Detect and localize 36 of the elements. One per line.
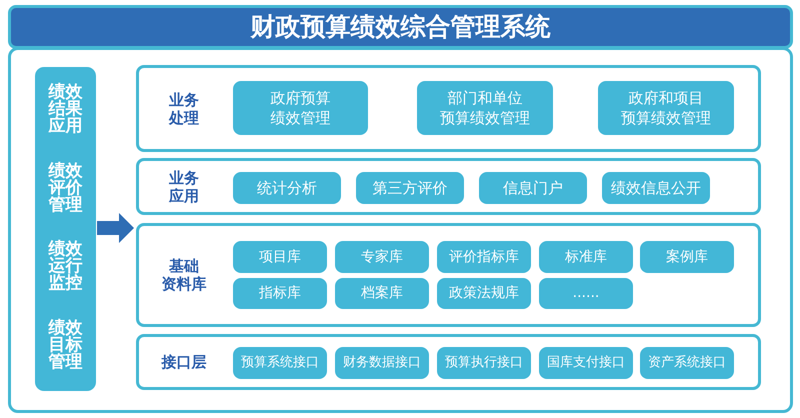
column-label: 绩效目标管理 [48,320,82,371]
module-tile: 标准库 [539,241,633,273]
module-tile: 信息门户 [479,172,587,204]
module-tile: 政策法规库 [437,278,531,309]
layer-panel [136,158,761,215]
column-label: 绩效运行监控 [48,241,82,292]
side-column [35,67,96,391]
column-label: 绩效结果应用 [48,84,82,135]
module-tile: 第三方评价 [356,172,464,204]
module-tile: 案例库 [640,241,734,273]
module-tile: ...... [539,278,633,309]
layer-label: 接口层 [162,353,206,371]
arrow [97,213,134,243]
title: 财政预算绩效综合管理系统 [250,12,550,42]
module-tile: 绩效信息公开 [602,172,710,204]
layer-label: 业务应用 [169,168,199,204]
module-tile: 财务数据接口 [335,347,429,379]
layer-panel [136,65,761,152]
module-tile: 评价指标库 [437,241,531,273]
module-tile: 项目库 [233,241,327,273]
module-tile: 预算执行接口 [437,347,531,379]
module-tile: 统计分析 [233,172,341,204]
module-tile: 国库支付接口 [539,347,633,379]
layer-label: 业务处理 [169,90,199,126]
module-tile: 部门和单位预算绩效管理 [417,81,553,135]
column-label: 绩效评价管理 [48,162,82,214]
module-tile: 档案库 [335,278,429,309]
layer-panel [136,334,761,390]
module-tile: 政府预算绩效管理 [233,81,368,135]
module-tile: 资产系统接口 [640,347,734,379]
module-tile: 政府和项目预算绩效管理 [598,81,734,135]
layer-panel [136,223,761,327]
module-tile: 预算系统接口 [233,347,327,379]
module-tile: 专家库 [335,241,429,273]
module-tile: 指标库 [233,278,327,309]
layer-label: 基础资料库 [162,257,206,293]
